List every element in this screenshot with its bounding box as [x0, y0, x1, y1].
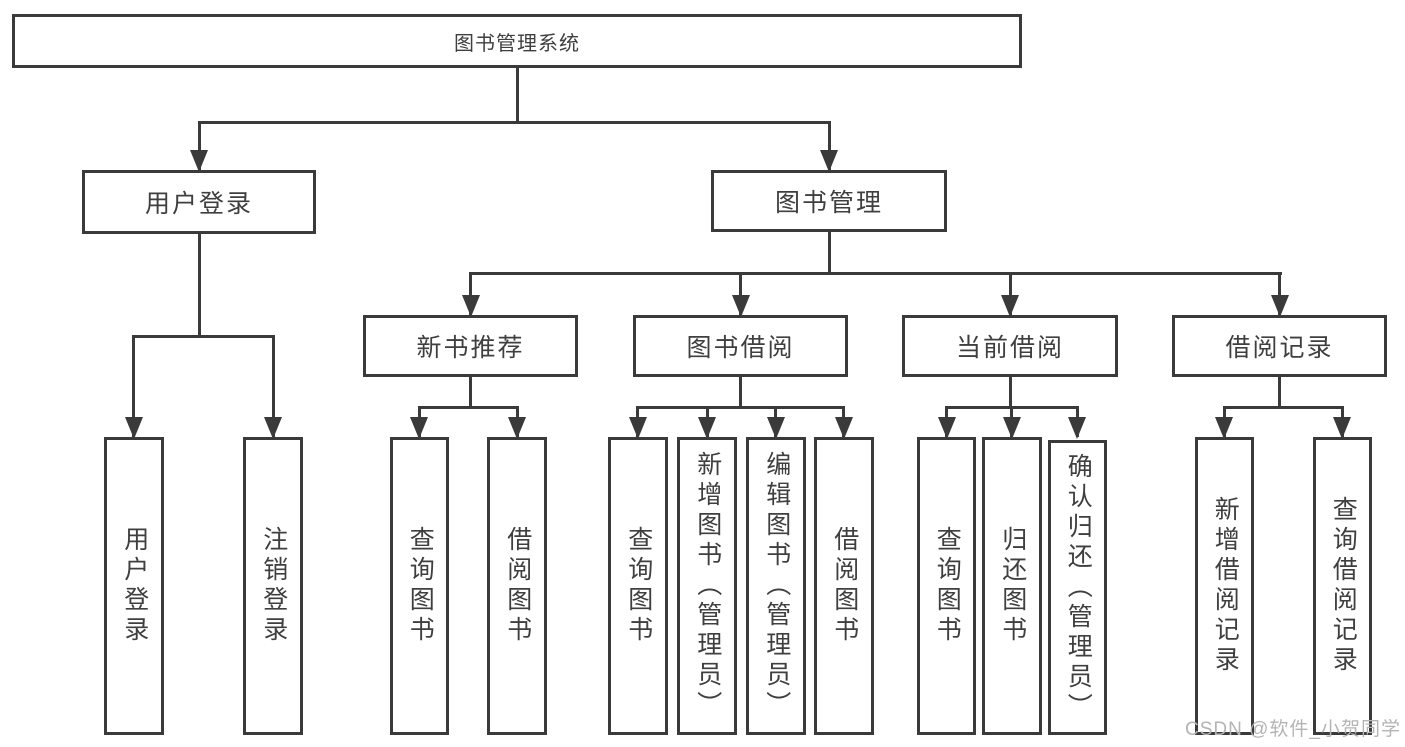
- node-label: 当前借阅: [955, 334, 1064, 362]
- leaf-borrow-books: 借阅图书: [814, 437, 874, 735]
- arrow-down-icon: [264, 417, 282, 439]
- connector-rail: [636, 406, 845, 409]
- leaf-query-books-borrow: 查询图书: [608, 437, 668, 735]
- connector-drop: [828, 121, 831, 170]
- connector-rail: [1223, 406, 1344, 409]
- leaf-query-books-recommend: 查询图书: [390, 437, 449, 735]
- arrow-down-icon: [732, 295, 750, 317]
- leaf-label: 借阅图书: [830, 526, 859, 646]
- arrow-down-icon: [1215, 417, 1233, 439]
- arrow-down-icon: [938, 417, 956, 439]
- leaf-label: 新增图书（管理员）: [693, 451, 722, 721]
- connector-user-login-rail: [132, 335, 275, 338]
- leaf-label: 借阅图书: [503, 526, 532, 646]
- leaf-label: 注销登录: [259, 526, 288, 646]
- leaf-user-login: 用户登录: [104, 437, 164, 735]
- arrow-down-icon: [1068, 417, 1086, 439]
- connector-stub: [469, 377, 472, 406]
- arrow-down-icon: [1271, 295, 1289, 317]
- arrow-down-icon: [767, 417, 785, 439]
- connector-stub: [1009, 377, 1012, 406]
- connector-drop: [1009, 272, 1012, 315]
- connector-stub: [1278, 377, 1281, 406]
- arrow-down-icon: [508, 417, 526, 439]
- connector-stub: [739, 377, 742, 406]
- leaf-label: 编辑图书（管理员）: [762, 451, 791, 721]
- arrow-down-icon: [410, 417, 428, 439]
- leaf-edit-books-admin: 编辑图书（管理员）: [746, 437, 806, 735]
- connector-user-login-stub: [198, 234, 201, 335]
- connector-root-stub: [516, 68, 519, 124]
- leaf-label: 归还图书: [998, 526, 1027, 646]
- arrow-down-icon: [462, 295, 480, 317]
- leaf-label: 新增借阅记录: [1211, 496, 1240, 676]
- connector-drop: [272, 335, 275, 437]
- connector-rail: [418, 406, 519, 409]
- connector-level2-rail: [198, 121, 831, 124]
- node-label: 新书推荐: [416, 334, 525, 362]
- leaf-query-books-current: 查询图书: [917, 437, 976, 735]
- leaf-label: 查询图书: [933, 526, 962, 646]
- arrow-down-icon: [125, 417, 143, 439]
- arrow-down-icon: [698, 417, 716, 439]
- connector-book-mgmt-stub: [828, 232, 831, 272]
- leaf-label: 确认归还（管理员）: [1064, 452, 1093, 723]
- node-book-borrow: 图书借阅: [633, 315, 848, 377]
- node-label: 图书管理系统: [454, 32, 580, 55]
- leaf-borrow-books-recommend: 借阅图书: [487, 437, 547, 735]
- node-label: 借阅记录: [1225, 334, 1334, 362]
- leaf-label: 查询图书: [624, 526, 653, 646]
- arrow-down-icon: [820, 150, 838, 172]
- leaf-query-borrow-record: 查询借阅记录: [1313, 437, 1372, 735]
- node-label: 图书借阅: [686, 334, 795, 362]
- leaf-label: 查询借阅记录: [1329, 496, 1358, 676]
- connector-drop: [198, 121, 201, 170]
- arrow-down-icon: [835, 417, 853, 439]
- arrow-down-icon: [1001, 295, 1019, 317]
- leaf-label: 查询图书: [406, 526, 435, 646]
- connector-drop: [469, 272, 472, 315]
- arrow-down-icon: [190, 150, 208, 172]
- leaf-return-books: 归还图书: [982, 437, 1042, 735]
- node-book-management: 图书管理: [711, 170, 947, 232]
- leaf-add-books-admin: 新增图书（管理员）: [677, 437, 737, 735]
- connector-drop: [739, 272, 742, 315]
- csdn-watermark: CSDN @软件_小贺同学: [1185, 719, 1401, 740]
- leaf-label: 用户登录: [120, 526, 149, 646]
- arrow-down-icon: [1003, 417, 1021, 439]
- arrow-down-icon: [1333, 417, 1351, 439]
- node-label: 图书管理: [774, 189, 883, 217]
- arrow-down-icon: [629, 417, 647, 439]
- leaf-logout: 注销登录: [243, 437, 303, 735]
- connector-drop: [1278, 272, 1281, 315]
- node-current-borrow: 当前借阅: [902, 315, 1118, 377]
- leaf-confirm-return-admin: 确认归还（管理员）: [1048, 440, 1107, 735]
- leaf-add-borrow-record: 新增借阅记录: [1195, 437, 1254, 735]
- node-borrow-record: 借阅记录: [1172, 315, 1387, 377]
- node-label: 用户登录: [144, 190, 253, 218]
- node-root-library-system: 图书管理系统: [12, 14, 1022, 68]
- node-new-book-recommend: 新书推荐: [363, 315, 578, 377]
- connector-drop: [132, 335, 135, 437]
- node-user-login: 用户登录: [82, 170, 316, 234]
- connector-level3-rail: [469, 272, 1282, 275]
